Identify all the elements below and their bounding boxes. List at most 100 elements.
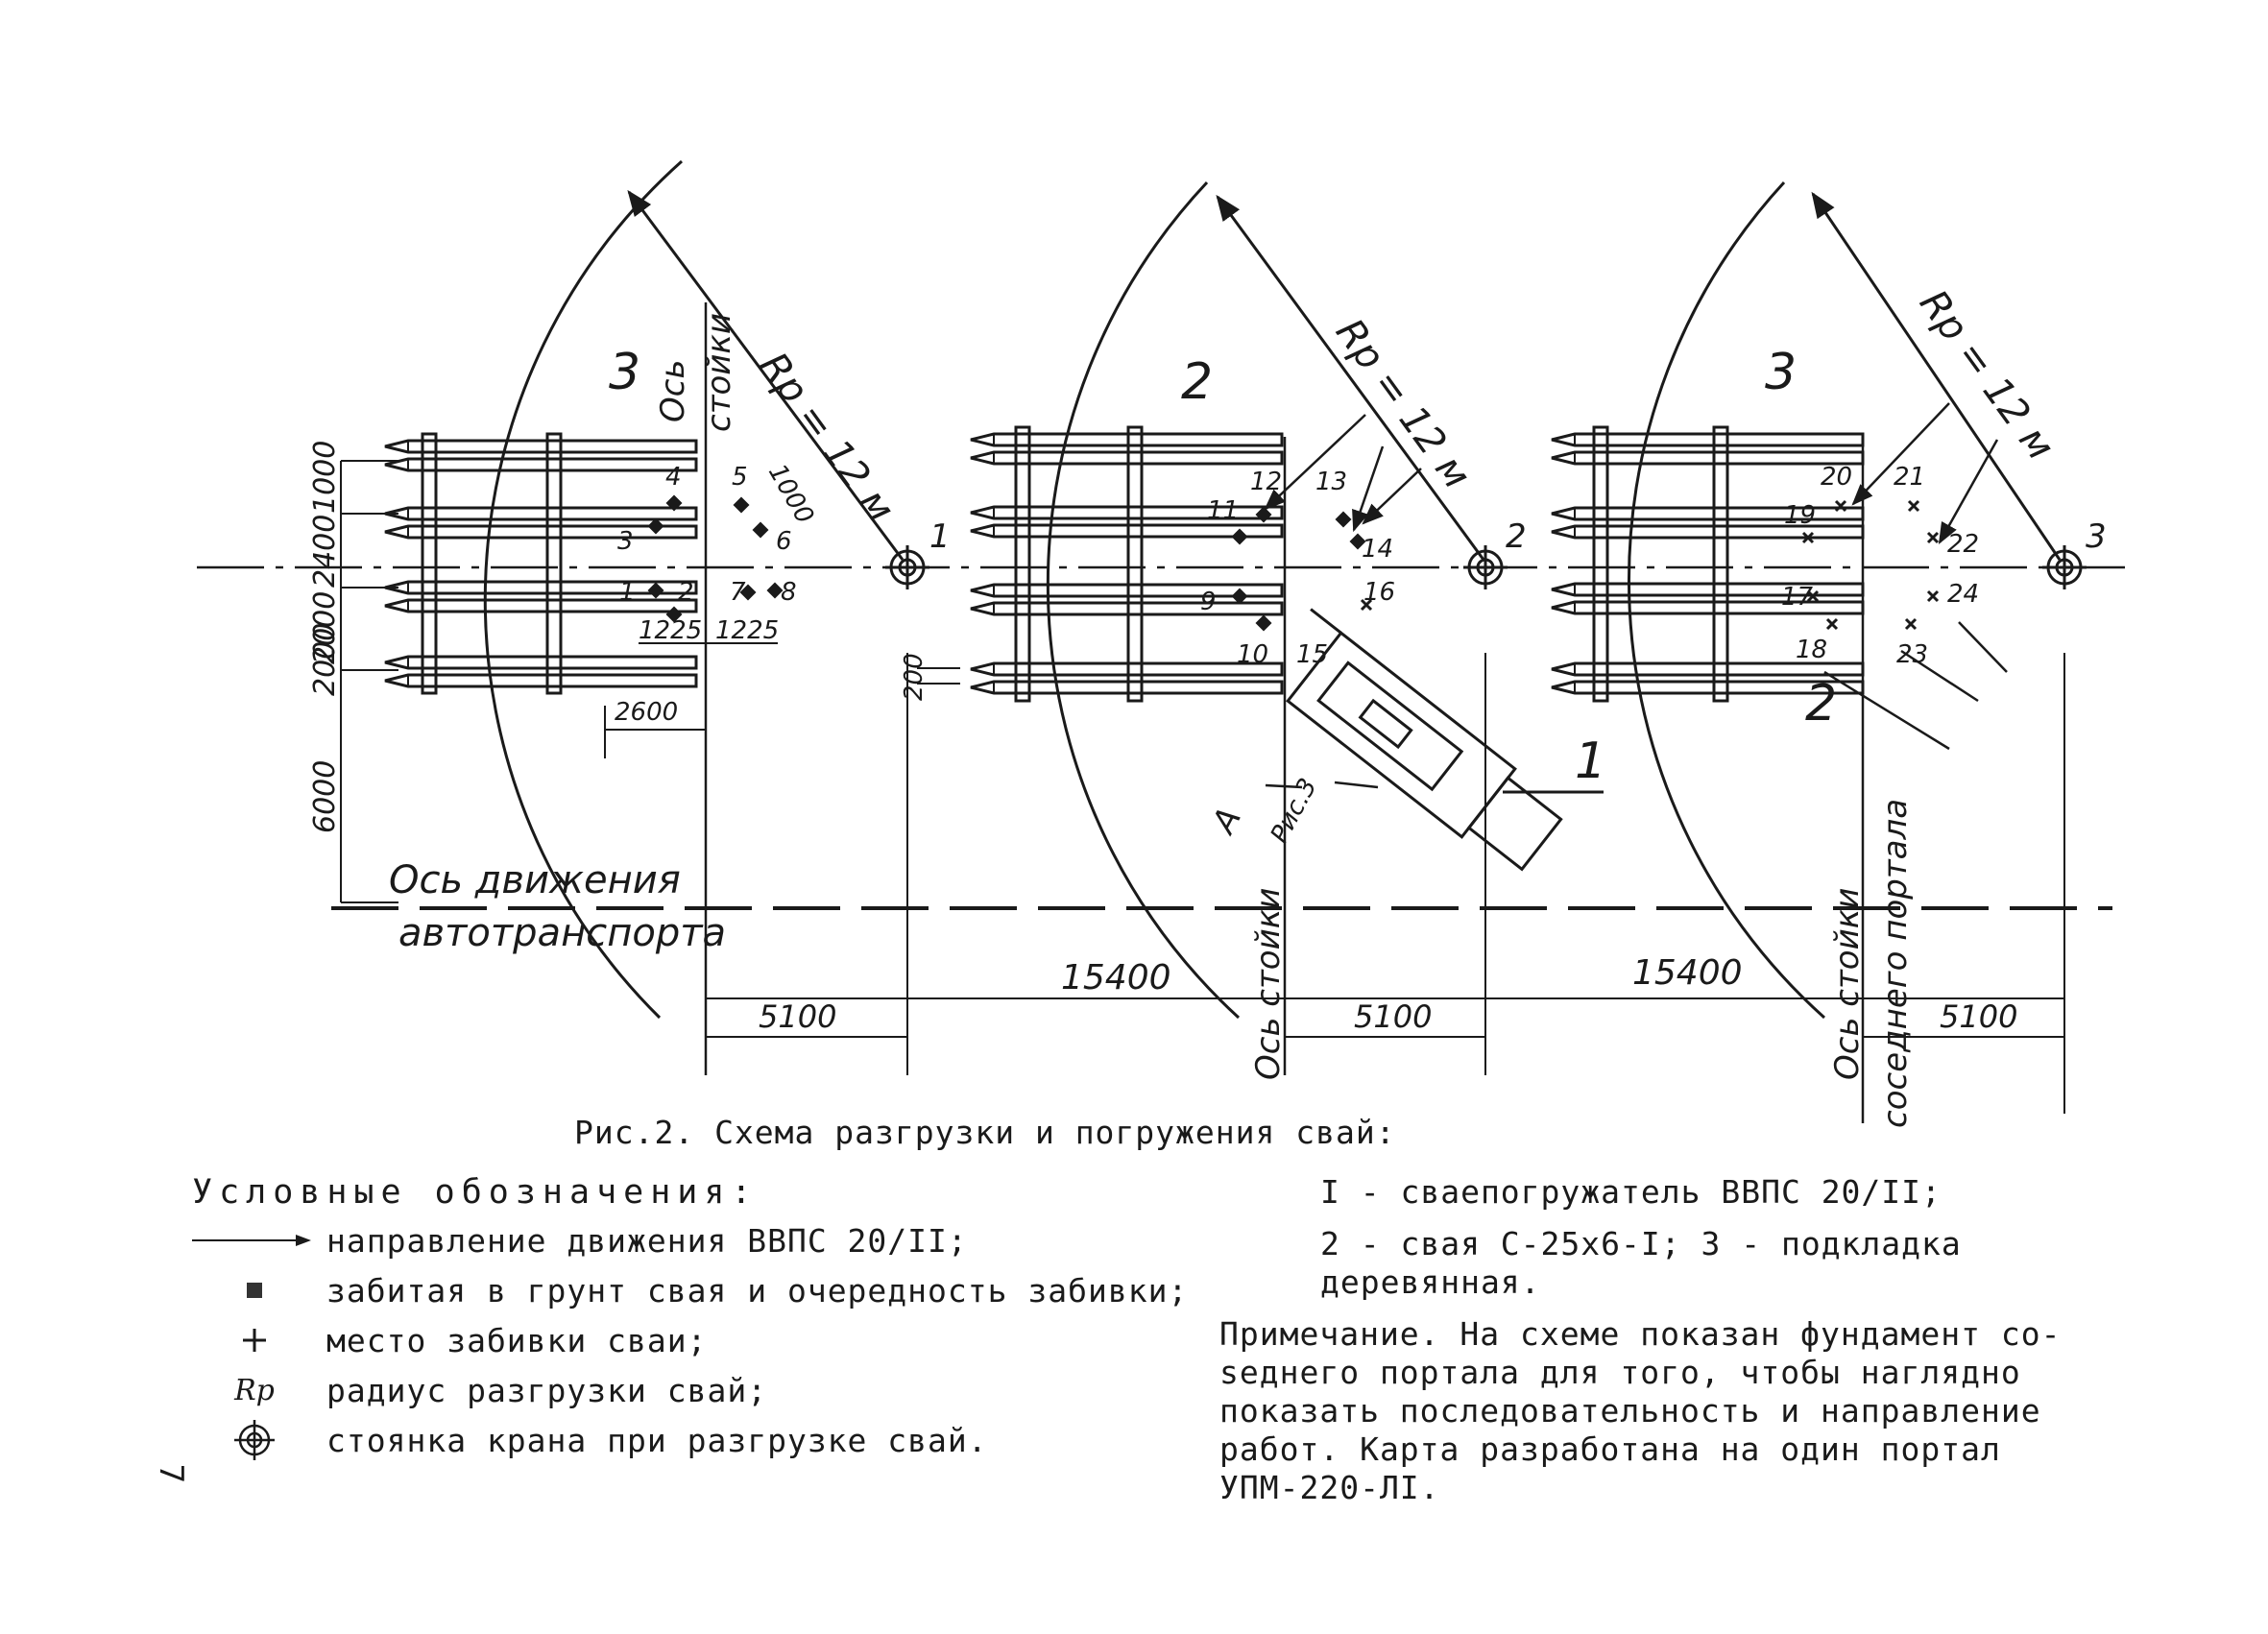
crane-position-2 (1463, 545, 1508, 589)
pile-number-label: 22 (1947, 530, 1979, 559)
dimension-label: Ось (654, 360, 692, 423)
figure-caption: Рис.2. Схема разгрузки и погружения свай… (574, 1114, 1396, 1151)
dimension-label: 15400 (1632, 953, 1743, 993)
arrow-line-icon (182, 1217, 326, 1263)
item-label-3-left: 3 (609, 344, 640, 401)
pile-number-label: 14 (1362, 535, 1393, 564)
pile-number-label: 21 (1894, 463, 1925, 492)
pile-number-label: 16 (1363, 578, 1395, 607)
pile-number-label: 3 (617, 527, 634, 556)
pile-number-label: 5 (732, 463, 748, 492)
dimension-label: 2400 (308, 515, 342, 588)
pile-sequence-numbers: 1 2 3 4 5 6 7 8 9 10 11 12 13 14 15 16 1… (617, 463, 1979, 669)
dimension-label: 2600 (615, 698, 678, 727)
legend-item-driven-pile: забитая в грунт свая и очередность забив… (182, 1267, 1188, 1313)
note-line-machine: I - сваепогружатель ВВПС 20/II; (1320, 1173, 1942, 1211)
pile-number-label: 6 (776, 527, 792, 556)
crane-label-3: 3 (2086, 517, 2107, 556)
pile-number-label: 11 (1207, 496, 1239, 525)
dimension-label: 1000 (308, 441, 342, 514)
item-number-labels: 3 2 1 3 2 (609, 344, 1837, 790)
wooden-pads (421, 425, 1729, 703)
radius-arrow-2 (1216, 194, 1485, 561)
axis-labels: Ось стойки Ось движения автотранспорта О… (389, 313, 1915, 1128)
pile-number-label: 18 (1796, 636, 1827, 664)
legend-text: радиус разгрузки свай; (326, 1371, 768, 1409)
dimension-label: 5100 (759, 998, 836, 1035)
dimension-label: Ось движения (389, 858, 681, 902)
legend-text: забитая в грунт свая и очередность забив… (326, 1271, 1189, 1310)
legend-text: место забивки сваи; (326, 1321, 708, 1359)
driven-piles (647, 494, 1366, 632)
radius-arrow-3 (1811, 191, 2062, 561)
span-dimension-labels: 15400 15400 (1061, 953, 1743, 997)
crane-position-3 (2042, 545, 2087, 589)
crane-positions (885, 545, 2087, 589)
crane-target-icon (182, 1417, 326, 1463)
pile-number-label: 8 (781, 578, 797, 607)
legend-item-radius: Rp радиус разгрузки свай; (182, 1367, 767, 1413)
pile-number-label: 4 (665, 463, 682, 492)
item-label-3-right: 3 (1765, 344, 1797, 401)
radius-symbol: Rp (234, 1373, 275, 1407)
pile-stack-left (383, 439, 698, 688)
view-marker: А Рис.3 (1204, 774, 1323, 848)
pile-number-label: 17 (1781, 583, 1814, 612)
pile-driver-machine (1286, 608, 1604, 872)
pile-number-label: 9 (1200, 588, 1217, 616)
legend-text: направление движения ВВПС 20/II; (326, 1221, 968, 1260)
item-label-2-right: 2 (1805, 675, 1837, 733)
item-label-1: 1 (1575, 733, 1606, 790)
dimension-lines (341, 460, 2064, 1038)
crane-position-1 (885, 545, 929, 589)
pile-number-label: 12 (1250, 468, 1282, 496)
pile-number-label: 10 (1237, 640, 1268, 669)
dimension-label: 1000 (762, 460, 819, 529)
dimension-label: 1225 (639, 616, 702, 645)
crane-label-2: 2 (1506, 517, 1527, 556)
pile-number-label: 1 (619, 578, 636, 607)
motion-arrows (1264, 402, 2008, 789)
dimension-label: 2000 (308, 623, 342, 696)
dimension-label: А (1204, 802, 1249, 841)
radius-arrows (627, 189, 2062, 561)
pile-number-label: 2 (678, 578, 694, 607)
dimension-label: Ось стойки (1249, 888, 1288, 1080)
dimension-label: Ось стойки (1828, 888, 1867, 1080)
dimension-label: 15400 (1061, 958, 1171, 997)
pile-number-label: 24 (1947, 580, 1979, 609)
crane-label-1: 1 (929, 517, 951, 556)
legend-item-crane: стоянка крана при разгрузке свай. (182, 1417, 988, 1463)
pile-number-label: 19 (1784, 501, 1816, 530)
designation-notes: I - сваепогружатель ВВПС 20/II; 2 - свая… (1320, 1173, 1962, 1302)
legend-text: стоянка крана при разгрузке свай. (326, 1421, 988, 1459)
unloading-radius-arcs (483, 159, 1826, 1020)
crane-labels: 1 2 3 (929, 517, 2107, 556)
note-line-pile: 2 - свая С-25х6-I; 3 - подкладка (1320, 1225, 1962, 1262)
dimension-label: соседнего портала (1876, 799, 1915, 1128)
legend-item-driving-place: место забивки сваи; (182, 1317, 708, 1363)
pile-driving-places (1360, 499, 1940, 631)
footnote: Примечание. На схеме показан фундамент с… (1219, 1315, 2062, 1506)
radius-arc-3 (1628, 180, 1826, 1020)
radius-label-2: Rp = 12 м (1327, 311, 1479, 497)
note-line-pad: деревянная. (1320, 1263, 1541, 1301)
main-axis-lines (197, 302, 2127, 1123)
dimension-label: 2000 (308, 591, 342, 664)
dimension-label: стойки (700, 313, 738, 432)
row-dimension-labels: 1000 2400 2000 2000 6000 (308, 441, 342, 833)
filled-square-icon (182, 1267, 326, 1313)
pile-number-label: 23 (1896, 640, 1928, 669)
offset-dimension-labels: 5100 5100 5100 (759, 998, 2017, 1035)
dimension-label: 5100 (1940, 998, 2017, 1035)
dimension-label: 200 (900, 653, 929, 701)
pile-number-label: 15 (1296, 640, 1328, 669)
pile-number-label: 7 (730, 578, 746, 607)
radius-label-1: Rp = 12 м (751, 345, 903, 531)
pile-stack-middle (969, 432, 1284, 695)
dimension-label: автотранспорта (398, 911, 726, 955)
radius-labels: Rp = 12 м Rp = 12 м Rp = 12 м (751, 282, 2063, 531)
dimension-label: 1225 (715, 616, 779, 645)
legend-title: Условные обозначения: (192, 1173, 759, 1212)
